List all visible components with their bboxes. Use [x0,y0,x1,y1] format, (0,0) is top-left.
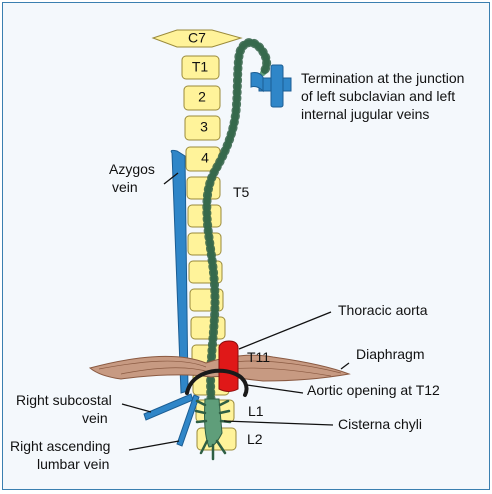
leader-thoracic-aorta [238,311,332,350]
vertebra-t3 [184,115,221,141]
termination-label: Termination at the junction of left subc… [301,70,468,122]
label-t2: 2 [198,89,206,105]
leader-azygos [163,172,179,185]
t11-label: T11 [247,349,270,365]
right-ascending-lumbar-label: Right ascending lumbar vein [10,438,114,472]
l2-label: L2 [247,431,263,447]
leader-diaphragm [340,362,350,370]
t5-label: T5 [233,184,250,200]
thoracic-aorta [218,340,239,392]
cisterna-chyli-label: Cisterna chyli [338,416,422,432]
thoracic-aorta-label: Thoracic aorta [338,302,428,318]
leader-right-subcostal [121,403,152,413]
right-subcostal-vein [143,393,194,421]
leader-cisterna-chyli [223,420,334,426]
right-ascending-lumbar-vein [176,394,200,447]
leader-right-ascending-lumbar [128,440,180,451]
diaphragm-fibres [98,360,342,377]
label-t4: 4 [201,150,209,166]
vertebra-t2 [183,85,221,111]
left-venous-junction [250,64,292,108]
vertebra-t1 [181,55,220,80]
aortic-opening [185,368,249,397]
azygos-vein-label: Azygos vein [109,161,159,195]
right-subcostal-label: Right subcostal vein [16,392,116,426]
aortic-opening-label: Aortic opening at T12 [307,382,440,398]
leader-aortic-opening [246,384,304,394]
thoracic-duct-diagram: C7 T1 2 3 4 Termination at the junction … [10,29,468,472]
l1-label: L1 [248,403,264,419]
azygos-vein [170,149,189,394]
vertebra-c7 [151,29,243,48]
label-c7: C7 [188,30,206,46]
vertebra-t10 [190,316,226,340]
label-t3: 3 [200,119,208,135]
label-t1: T1 [192,59,209,75]
diaphragm-label: Diaphragm [356,346,424,362]
diagram-frame: C7 T1 2 3 4 Termination at the junction … [2,2,490,490]
thoracic-duct-beading [202,38,272,404]
cisterna-chyli [194,398,232,461]
